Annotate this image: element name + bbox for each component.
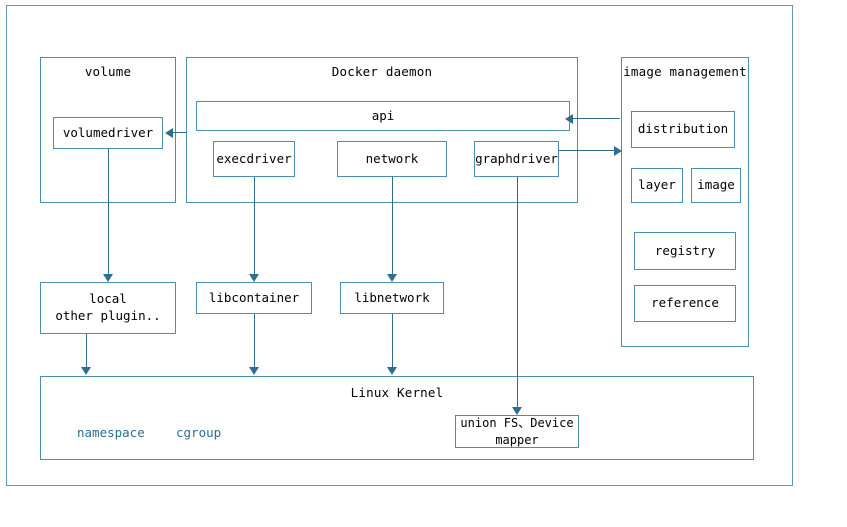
connector-daemon-to-volumedriver xyxy=(172,132,186,133)
node-registry[interactable]: registry xyxy=(634,232,736,270)
node-libcontainer[interactable]: libcontainer xyxy=(196,282,312,314)
node-volumedriver[interactable]: volumedriver xyxy=(53,117,163,149)
node-network[interactable]: network xyxy=(337,141,447,177)
arrowhead-api xyxy=(565,114,573,124)
node-api[interactable]: api xyxy=(196,101,570,131)
arrowhead-libcontainer xyxy=(249,274,259,282)
diagram-outer-frame xyxy=(6,5,793,486)
kernel-label-namespace: namespace xyxy=(77,425,145,440)
node-local-other-plugin[interactable]: local other plugin.. xyxy=(40,282,176,334)
group-docker-daemon xyxy=(186,57,578,203)
connector-graphdriver-to-unionfs xyxy=(517,177,518,408)
connector-execdriver-to-libcontainer xyxy=(254,177,255,275)
connector-into-api xyxy=(570,118,620,119)
node-distribution[interactable]: distribution xyxy=(631,111,735,148)
group-image-management xyxy=(621,57,749,347)
group-docker-daemon-title: Docker daemon xyxy=(331,64,433,79)
arrowhead-kernel-from-libnetwork xyxy=(387,367,397,375)
connector-volumedriver-to-local xyxy=(108,149,109,275)
node-image[interactable]: image xyxy=(691,168,741,203)
connector-local-to-kernel xyxy=(86,334,87,368)
arrowhead-image-management xyxy=(614,146,622,156)
connector-daemon-to-image-management xyxy=(559,150,621,151)
group-linux-kernel-title: Linux Kernel xyxy=(350,385,444,400)
connector-libnetwork-to-kernel xyxy=(392,314,393,368)
node-libnetwork[interactable]: libnetwork xyxy=(340,282,444,314)
connector-network-to-libnetwork xyxy=(392,177,393,275)
group-image-management-title: image management xyxy=(623,64,747,79)
node-reference[interactable]: reference xyxy=(634,285,736,322)
group-volume-title: volume xyxy=(84,64,132,79)
group-linux-kernel xyxy=(40,376,754,460)
connector-libcontainer-to-kernel xyxy=(254,314,255,368)
node-union-fs-device-mapper[interactable]: union FS、Device mapper xyxy=(455,415,579,448)
node-execdriver[interactable]: execdriver xyxy=(213,141,295,177)
arrowhead-kernel-from-local xyxy=(81,367,91,375)
node-graphdriver[interactable]: graphdriver xyxy=(474,141,559,177)
arrowhead-union-fs xyxy=(512,407,522,415)
arrowhead-volumedriver xyxy=(165,128,173,138)
arrowhead-kernel-from-libcontainer xyxy=(249,367,259,375)
node-layer[interactable]: layer xyxy=(631,168,683,203)
arrowhead-local-other-plugin xyxy=(103,274,113,282)
arrowhead-libnetwork xyxy=(387,274,397,282)
kernel-label-cgroup: cgroup xyxy=(176,425,222,440)
